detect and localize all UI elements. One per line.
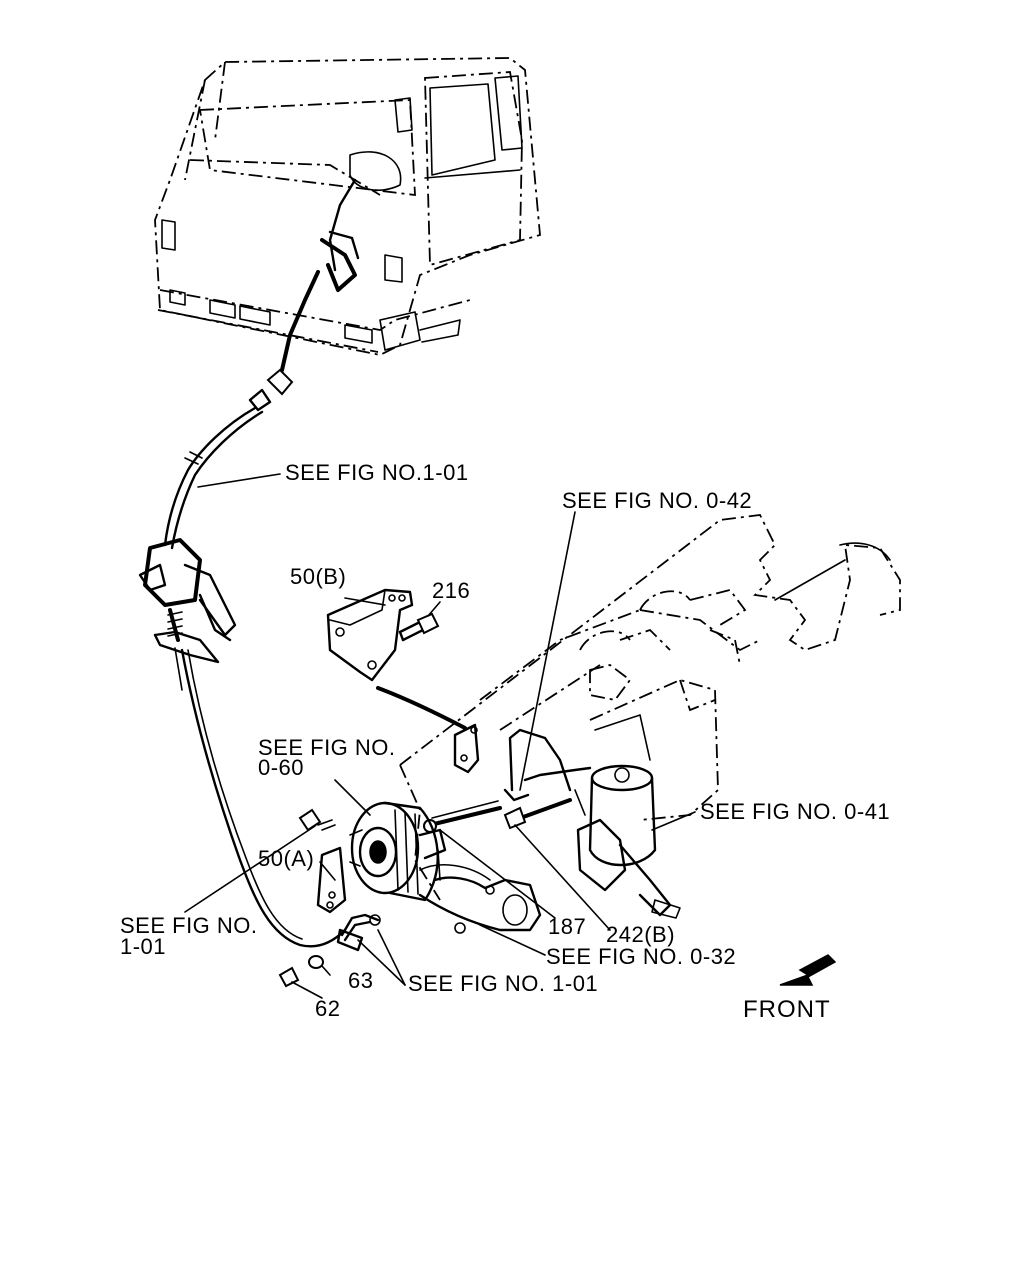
reference-label-0-60-line1: SEE FIG NO.: [258, 735, 396, 760]
bracket-50b-drawing: [326, 588, 467, 730]
reference-label-0-32: SEE FIG NO. 0-32: [546, 944, 737, 969]
leader-lines: [184, 473, 696, 999]
throttle-linkage-drawing: [423, 723, 592, 833]
part-number-63: 63: [348, 968, 374, 993]
reference-label-1-01-left-line2: 1-01: [120, 934, 167, 959]
truck-cab-drawing: [154, 57, 541, 372]
reference-label-0-41: SEE FIG NO. 0-41: [700, 799, 891, 824]
reference-label-1-01-left-line1: SEE FIG NO.: [120, 913, 258, 938]
part-number-216: 216: [432, 578, 471, 603]
reference-label-1-01-top: SEE FIG NO.1-01: [285, 460, 469, 485]
part-number-187: 187: [548, 914, 587, 939]
reference-label-0-60-line2: 0-60: [258, 755, 305, 780]
part-number-62: 62: [315, 996, 341, 1021]
part-number-242b: 242(B): [606, 922, 676, 947]
front-direction-label: FRONT: [743, 996, 831, 1023]
engine-outline-drawing: [399, 514, 901, 901]
accelerator-cable-drawing: [138, 368, 347, 948]
reference-label-0-42: SEE FIG NO. 0-42: [562, 488, 753, 513]
part-number-50a: 50(A): [258, 846, 315, 871]
alternator-drawing: [349, 801, 542, 934]
part-number-50b: 50(B): [290, 564, 347, 589]
bracket-50a-drawing: [278, 808, 381, 988]
reference-label-1-01-bottom: SEE FIG NO. 1-01: [408, 971, 599, 996]
fuel-filter-drawing: [574, 714, 681, 919]
arrow-down-left-icon: [779, 954, 837, 986]
